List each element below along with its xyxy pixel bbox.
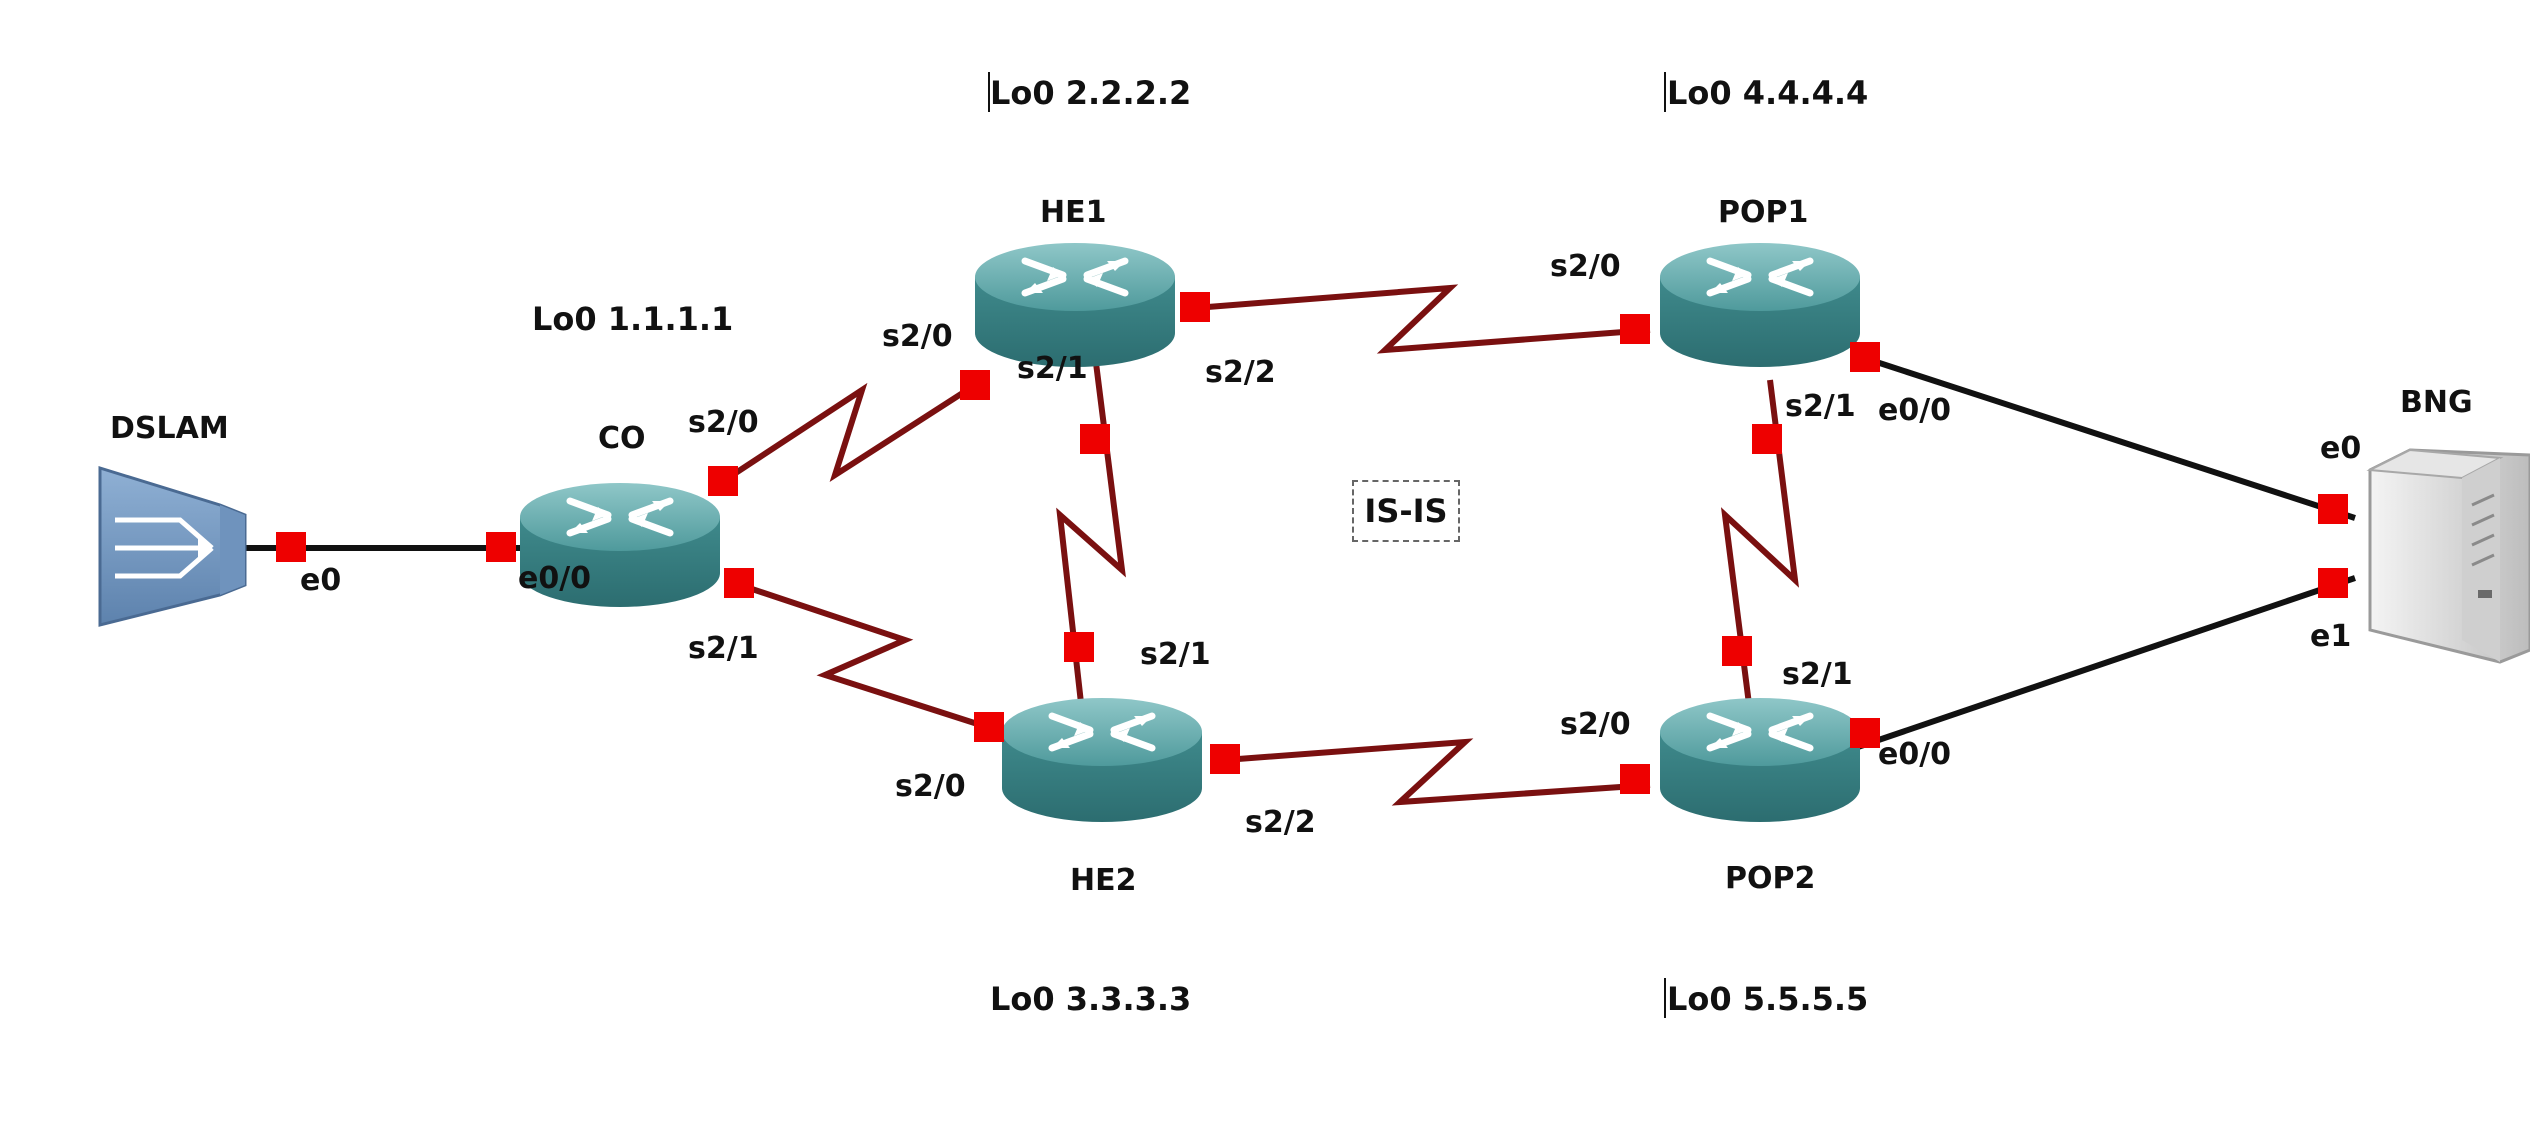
router-icon-he1[interactable] bbox=[975, 243, 1175, 367]
device-name-co: CO bbox=[598, 421, 646, 456]
port-marker-he2-s21 bbox=[1064, 632, 1094, 662]
port-label-co-s20: s2/0 bbox=[688, 405, 759, 440]
port-marker-he1-s20 bbox=[960, 370, 990, 400]
port-label-bng-e0: e0 bbox=[2320, 431, 2361, 466]
port-label-co-s21: s2/1 bbox=[688, 631, 759, 666]
port-marker-pop1-e00 bbox=[1850, 342, 1880, 372]
port-label-bng-e1: e1 bbox=[2310, 619, 2351, 654]
link-he1-he2 bbox=[1056, 354, 1126, 713]
port-label-he2-s21: s2/1 bbox=[1140, 637, 1211, 672]
device-name-dslam: DSLAM bbox=[110, 411, 229, 446]
link-pop1-pop2 bbox=[1720, 379, 1799, 713]
loopback-pop2: Lo0 5.5.5.5 bbox=[1667, 980, 1868, 1018]
link-co-he1 bbox=[723, 382, 977, 483]
protocol-label: IS-IS bbox=[1352, 480, 1460, 542]
port-marker-co-s20 bbox=[708, 466, 738, 496]
port-marker-bng-e1 bbox=[2318, 568, 2348, 598]
port-marker-dslam-e0 bbox=[276, 532, 306, 562]
link-co-he2 bbox=[739, 582, 991, 731]
router-icon-pop1[interactable] bbox=[1660, 243, 1860, 367]
port-marker-pop1-s21 bbox=[1752, 424, 1782, 454]
port-label-he1-s21: s2/1 bbox=[1017, 351, 1088, 386]
port-marker-he2-s22 bbox=[1210, 744, 1240, 774]
port-marker-bng-e0 bbox=[2318, 494, 2348, 524]
device-name-he2: HE2 bbox=[1070, 863, 1136, 898]
dslam-icon[interactable] bbox=[98, 465, 247, 627]
port-label-pop2-e00: e0/0 bbox=[1878, 737, 1951, 772]
port-marker-he1-s21 bbox=[1080, 424, 1110, 454]
port-label-co-e00: e0/0 bbox=[518, 561, 591, 596]
loopback-co: Lo0 1.1.1.1 bbox=[532, 300, 733, 338]
device-name-pop2: POP2 bbox=[1725, 861, 1815, 896]
port-label-he2-s22: s2/2 bbox=[1245, 805, 1316, 840]
server-icon[interactable] bbox=[2366, 448, 2530, 664]
device-name-bng: BNG bbox=[2400, 385, 2473, 420]
port-marker-pop2-e00 bbox=[1850, 718, 1880, 748]
port-marker-pop2-s20 bbox=[1620, 764, 1650, 794]
port-marker-co-e00 bbox=[486, 532, 516, 562]
port-marker-he1-s22 bbox=[1180, 292, 1210, 322]
router-icon-pop2[interactable] bbox=[1660, 698, 1860, 822]
device-name-he1: HE1 bbox=[1040, 195, 1106, 230]
port-label-he1-s22: s2/2 bbox=[1205, 355, 1276, 390]
device-name-pop1: POP1 bbox=[1718, 195, 1808, 230]
port-label-dslam-e0: e0 bbox=[300, 563, 341, 598]
port-label-pop1-s20: s2/0 bbox=[1550, 249, 1621, 284]
loopback-he2: Lo0 3.3.3.3 bbox=[990, 980, 1191, 1018]
loopback-pop1: Lo0 4.4.4.4 bbox=[1667, 74, 1868, 112]
link-he2-pop2 bbox=[1224, 738, 1651, 806]
link-pop1-bng bbox=[1854, 352, 2356, 521]
port-label-he2-s20: s2/0 bbox=[895, 769, 966, 804]
port-marker-pop2-s21 bbox=[1722, 636, 1752, 666]
port-label-pop1-s21: s2/1 bbox=[1785, 389, 1856, 424]
link-he1-pop1 bbox=[1194, 284, 1651, 354]
port-label-pop2-s21: s2/1 bbox=[1782, 657, 1853, 692]
link-pop2-bng bbox=[1854, 575, 2356, 751]
router-icon-he2[interactable] bbox=[1002, 698, 1202, 822]
port-label-pop2-s20: s2/0 bbox=[1560, 707, 1631, 742]
port-marker-co-s21 bbox=[724, 568, 754, 598]
port-label-pop1-e00: e0/0 bbox=[1878, 393, 1951, 428]
loopback-he1: Lo0 2.2.2.2 bbox=[990, 74, 1191, 112]
port-label-he1-s20: s2/0 bbox=[882, 319, 953, 354]
port-marker-he2-s20 bbox=[974, 712, 1004, 742]
port-marker-pop1-s20 bbox=[1620, 314, 1650, 344]
